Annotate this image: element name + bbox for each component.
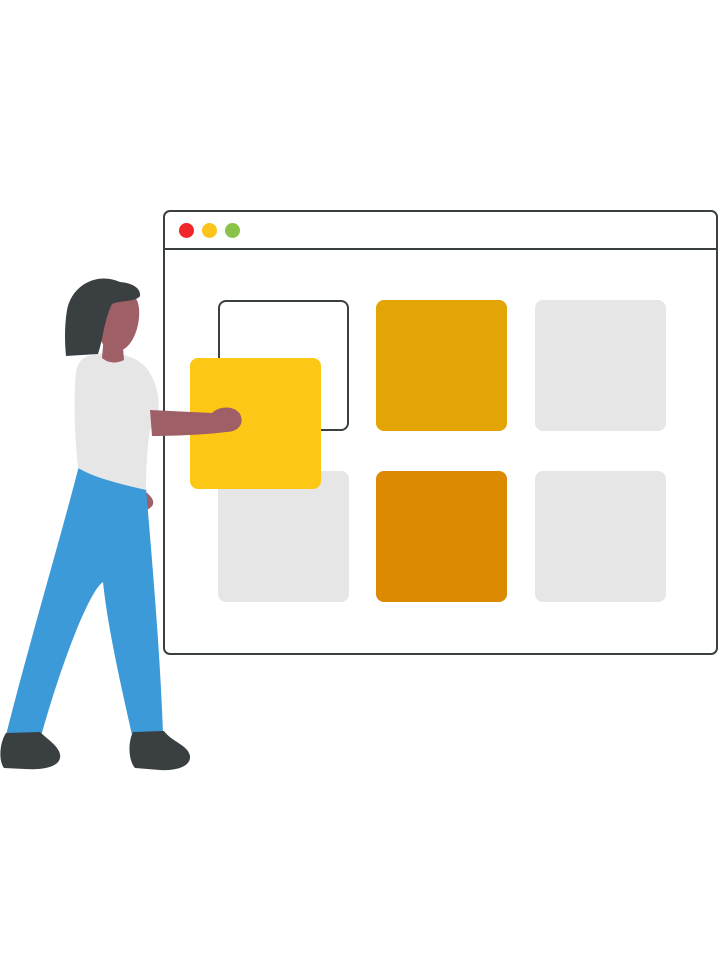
person-figure bbox=[0, 278, 191, 771]
maximize-dot-icon[interactable] bbox=[225, 223, 240, 238]
grid-tile[interactable] bbox=[376, 471, 507, 602]
grid-tile[interactable] bbox=[218, 471, 349, 602]
grid-tile[interactable] bbox=[535, 471, 666, 602]
grid-tile[interactable] bbox=[535, 300, 666, 431]
person-hair bbox=[65, 278, 141, 356]
person-right-shoe bbox=[129, 731, 191, 771]
person-front-arm-layer bbox=[150, 407, 242, 436]
close-dot-icon[interactable] bbox=[179, 223, 194, 238]
person-shirt bbox=[74, 352, 159, 490]
minimize-dot-icon[interactable] bbox=[202, 223, 217, 238]
person-front-arm bbox=[150, 407, 242, 436]
window-title-bar bbox=[165, 212, 716, 250]
person-left-shoe bbox=[0, 732, 61, 770]
person-pants bbox=[6, 462, 163, 740]
grid-tile[interactable] bbox=[376, 300, 507, 431]
